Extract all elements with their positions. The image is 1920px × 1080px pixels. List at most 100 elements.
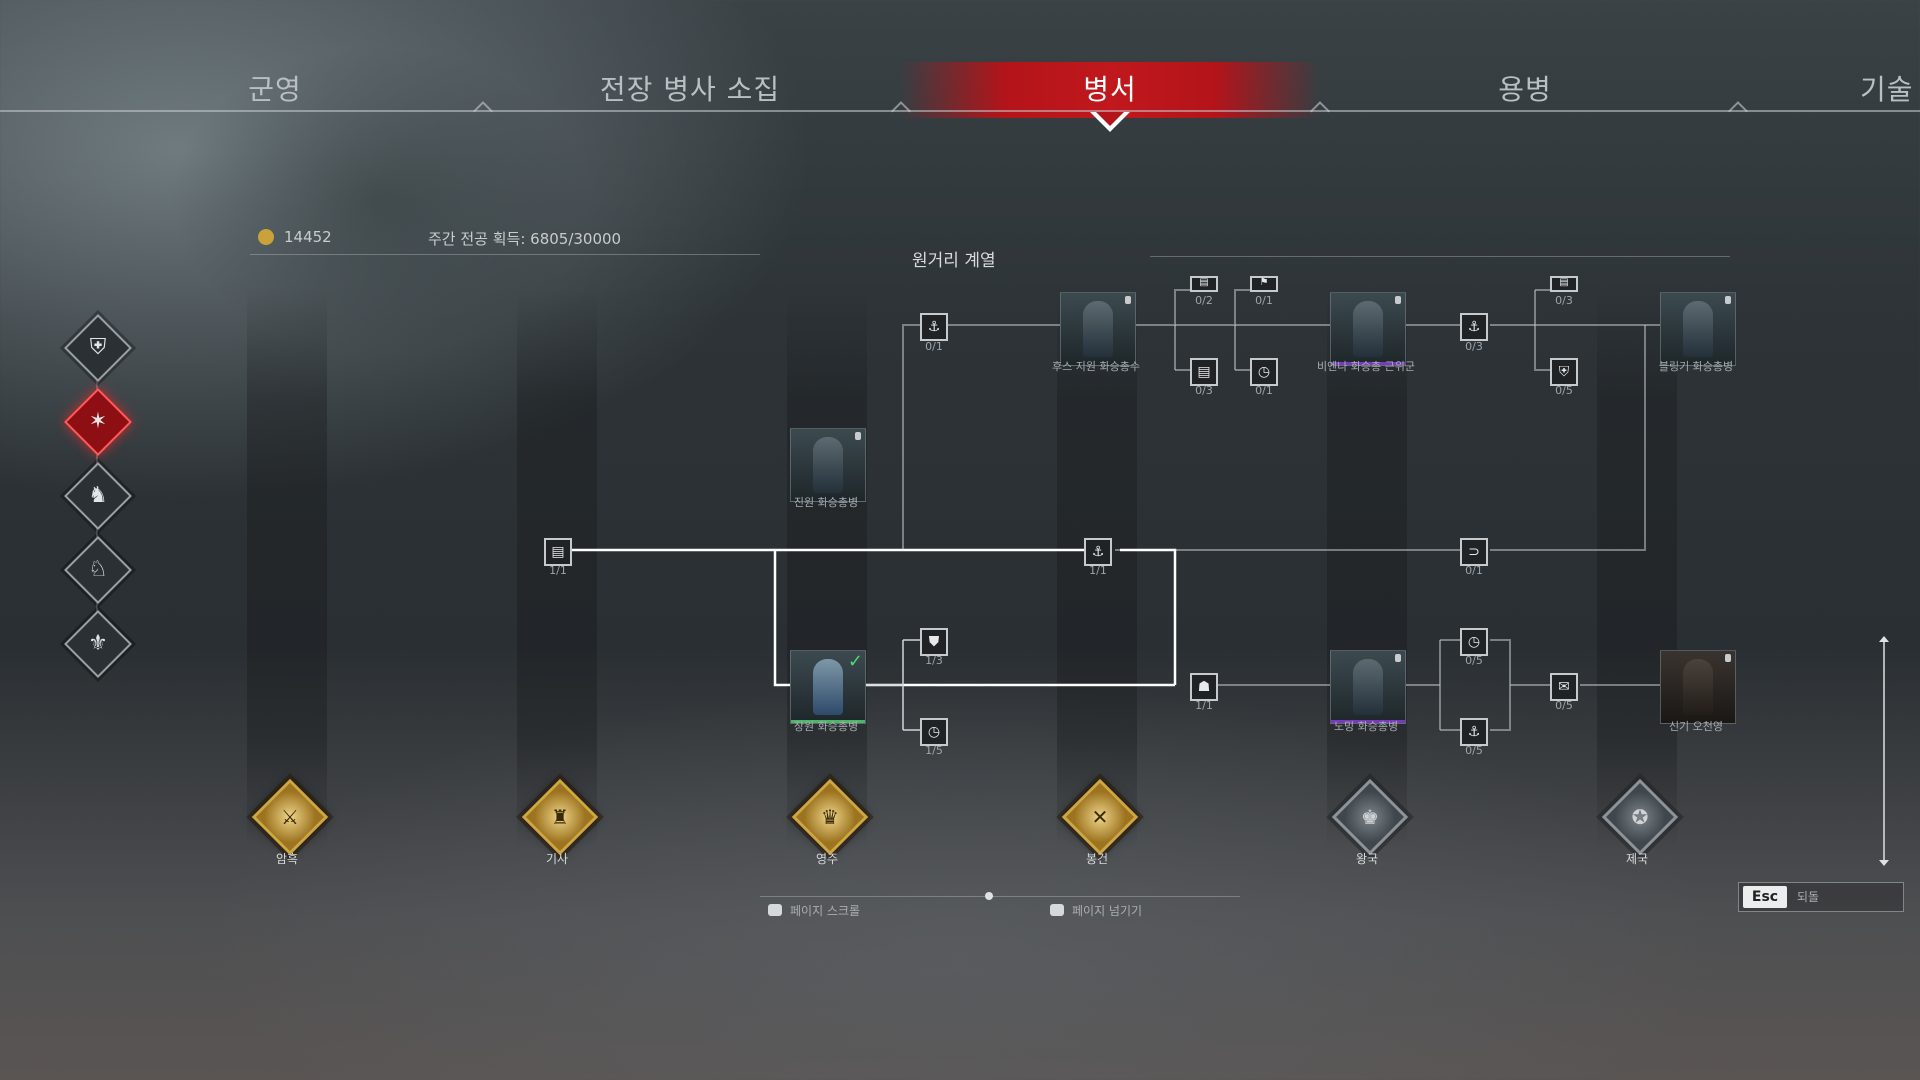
node-ranged-12[interactable]: ⛊ (920, 628, 948, 656)
sword-icon: ⚔ (281, 805, 299, 829)
rarity-bar (791, 720, 865, 723)
tab-manuals[interactable]: 병서 (900, 62, 1320, 118)
node-ranged-3[interactable]: ⚑ (1250, 276, 1278, 292)
tier-label: 기사 (545, 852, 569, 866)
esc-back-button[interactable]: Esc 되돌 (1738, 882, 1904, 912)
tier-column (1057, 290, 1137, 850)
unit-card[interactable] (790, 428, 866, 502)
unit-name: 노밍 화승총병 (1333, 720, 1399, 733)
crown-icon: ♛ (821, 805, 839, 829)
unit-portrait (1683, 301, 1713, 357)
node-progress: 0/5 (1465, 744, 1483, 757)
node-ranged-4[interactable]: ▤ (1190, 358, 1218, 386)
unit-portrait (813, 437, 843, 493)
weekly-merit: 주간 전공 획득: 6805/30000 (428, 230, 622, 248)
unit-portrait (1683, 659, 1713, 715)
node-ranged-9[interactable]: ▤ (544, 538, 572, 566)
tier-label: 제국 (1625, 852, 1649, 866)
lock-icon (1725, 654, 1731, 662)
mouse-icon (768, 904, 782, 916)
tab-skills[interactable]: 기술 (1860, 73, 1914, 106)
hint-scroll: 페이지 스크롤 (768, 902, 860, 919)
node-ranged-14[interactable]: ☗ (1190, 673, 1218, 701)
merit-coin-icon (258, 229, 274, 245)
node-progress: 1/1 (1195, 699, 1213, 712)
unit-portrait (1353, 659, 1383, 715)
unit-name: 신기 오천영 (1668, 720, 1724, 733)
tab-divider-line (0, 110, 1920, 112)
node-ranged-11[interactable]: ⊃ (1460, 538, 1488, 566)
unit-card[interactable] (1660, 650, 1736, 724)
node-progress: 0/1 (1465, 564, 1483, 577)
mouse-icon (1050, 904, 1064, 916)
hint-flip-label: 페이지 넘기기 (1072, 904, 1143, 918)
unit-card[interactable] (1330, 650, 1406, 724)
tab-mercenaries[interactable]: 용병 (1498, 73, 1552, 106)
vertical-scrollbar[interactable] (1879, 636, 1889, 866)
tab-battlefield-recruit[interactable]: 전장 병사 소집 (599, 73, 781, 106)
node-ranged-7[interactable]: ▤ (1550, 276, 1578, 292)
unit-card[interactable] (1660, 292, 1736, 366)
node-progress: 1/5 (925, 744, 943, 757)
node-ranged-15[interactable]: ◷ (1460, 628, 1488, 656)
node-ranged-10[interactable]: ⚓ (1084, 538, 1112, 566)
lock-icon (1395, 296, 1401, 304)
node-progress: 0/2 (1195, 294, 1213, 307)
node-progress: 0/1 (1255, 384, 1273, 397)
hint-scroll-label: 페이지 스크롤 (790, 904, 861, 918)
tier-column (517, 290, 597, 850)
node-ranged-5[interactable]: ◷ (1250, 358, 1278, 386)
unit-name: 장원 화승총병 (793, 720, 859, 733)
tier-column (787, 290, 867, 850)
node-progress: 0/1 (925, 340, 943, 353)
tower-icon: ♜ (551, 805, 569, 829)
unit-name: 비엔나 화승총 근위군 (1316, 360, 1416, 373)
tier-column (1597, 290, 1677, 850)
unit-portrait (1083, 301, 1113, 357)
unit-card[interactable] (1330, 292, 1406, 366)
esc-key: Esc (1743, 886, 1787, 908)
node-ranged-6[interactable]: ⚓ (1460, 313, 1488, 341)
node-ranged-16[interactable]: ✉ (1550, 673, 1578, 701)
rarity-bar (1331, 720, 1405, 723)
tier-column (1327, 290, 1407, 850)
node-progress: 0/3 (1195, 384, 1213, 397)
header-line (1150, 256, 1730, 257)
active-tab-indicator-inner (1096, 112, 1124, 126)
unit-name: 후스 지원 화승총수 (1052, 360, 1140, 373)
node-ranged-2[interactable]: ▤ (1190, 276, 1218, 292)
node-ranged-13[interactable]: ◷ (920, 718, 948, 746)
top-tab-bar: 군영 전장 병사 소집 병서 용병 기술 (0, 0, 1920, 140)
tier-label: 왕국 (1355, 852, 1379, 866)
star-icon: ✪ (1631, 805, 1649, 829)
tab-barracks[interactable]: 군영 (248, 73, 302, 106)
node-ranged-17[interactable]: ⚓ (1460, 718, 1488, 746)
tier-label: 영주 (815, 852, 839, 866)
unit-portrait (1353, 301, 1383, 357)
unit-name: 진원 화승총병 (793, 496, 859, 509)
esc-label: 되돌 (1797, 890, 1820, 904)
node-ranged-8[interactable]: ⛨ (1550, 358, 1578, 386)
lock-icon (1125, 296, 1131, 304)
lock-icon (855, 432, 861, 440)
tier-label: 봉건 (1085, 852, 1109, 866)
lock-icon (1395, 654, 1401, 662)
node-progress: 0/3 (1465, 340, 1483, 353)
page-indicator-line (760, 896, 1240, 897)
unit-card[interactable] (1060, 292, 1136, 366)
king-icon: ♚ (1361, 805, 1379, 829)
unit-portrait (813, 659, 843, 715)
merit-counter: 14452 (258, 228, 332, 246)
node-progress: 1/3 (925, 654, 943, 667)
lock-icon (1725, 296, 1731, 304)
unit-name: 블링기 화승총병 (1658, 360, 1734, 373)
node-ranged-1[interactable]: ⚓ (920, 313, 948, 341)
hint-flip: 페이지 넘기기 (1050, 902, 1142, 919)
header-line (250, 254, 760, 255)
node-progress: 0/3 (1555, 294, 1573, 307)
tier-column (247, 290, 327, 850)
unit-card-unlocked[interactable]: ✓ (790, 650, 866, 724)
node-progress: 0/5 (1555, 699, 1573, 712)
node-progress: 1/1 (549, 564, 567, 577)
